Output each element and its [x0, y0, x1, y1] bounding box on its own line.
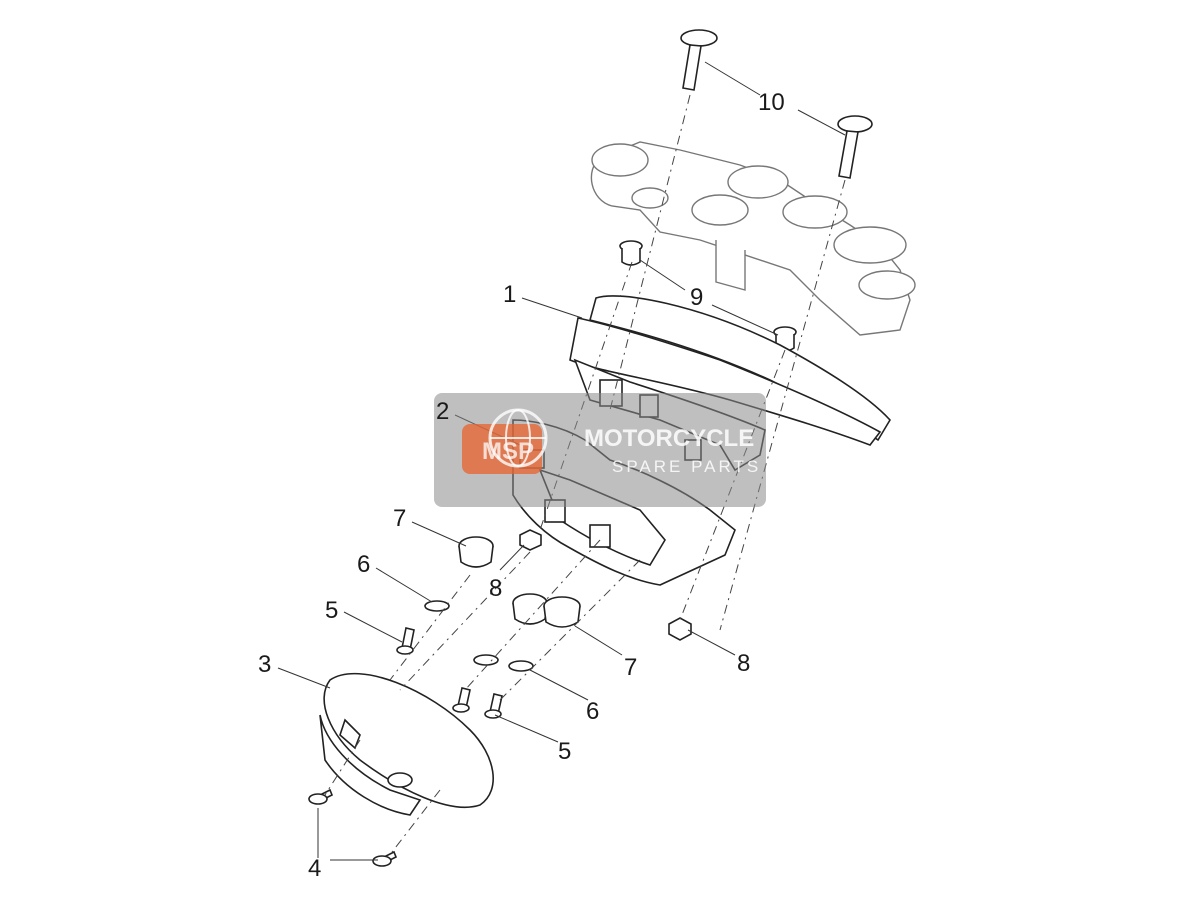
screw-5-right-a	[452, 687, 471, 713]
washer-6-left	[424, 600, 450, 612]
callout-8-right: 8	[737, 650, 750, 677]
screw-5-left	[396, 627, 415, 655]
callout-1: 1	[503, 281, 516, 308]
callouts: 10 9 1 2 7 6 8 5 3 7 8 6 5 4	[258, 89, 785, 882]
grommet-7-right-a	[512, 593, 548, 625]
watermark-title: MOTORCYCLE	[584, 425, 754, 452]
callout-6-left: 6	[357, 551, 370, 578]
callout-5-left: 5	[325, 597, 338, 624]
rear-cover-3	[319, 672, 494, 816]
callout-2: 2	[436, 398, 449, 425]
watermark-logo-text: MSP	[482, 438, 534, 465]
screw-4-bottom	[372, 850, 398, 867]
screw-4-top	[308, 788, 334, 805]
callout-7-right: 7	[624, 654, 637, 681]
callout-3: 3	[258, 651, 271, 678]
callout-7-left: 7	[393, 505, 406, 532]
callout-6-right: 6	[586, 698, 599, 725]
callout-4: 4	[308, 855, 321, 882]
callout-10: 10	[758, 89, 785, 116]
grommet-7-left	[458, 536, 494, 568]
bolt-10-left	[680, 29, 718, 91]
triple-clamp	[590, 141, 916, 336]
bolt-10-right	[837, 115, 873, 179]
screw-5-right-b	[484, 693, 503, 719]
washer-6-right-a	[473, 654, 499, 666]
callout-8-left: 8	[489, 575, 502, 602]
nut-8-left	[519, 529, 542, 551]
washer-6-right-b	[508, 660, 534, 672]
callout-9: 9	[690, 284, 703, 311]
watermark: MSP MOTORCYCLE SPARE PARTS	[434, 393, 766, 507]
callout-5-right: 5	[558, 738, 571, 765]
watermark-logo-badge	[462, 424, 542, 474]
grommet-7-right-b	[543, 596, 581, 628]
watermark-subtitle: SPARE PARTS	[612, 457, 761, 476]
watermark-band	[434, 393, 766, 507]
nut-8-right	[668, 617, 692, 641]
spacer-9-left	[619, 240, 643, 266]
